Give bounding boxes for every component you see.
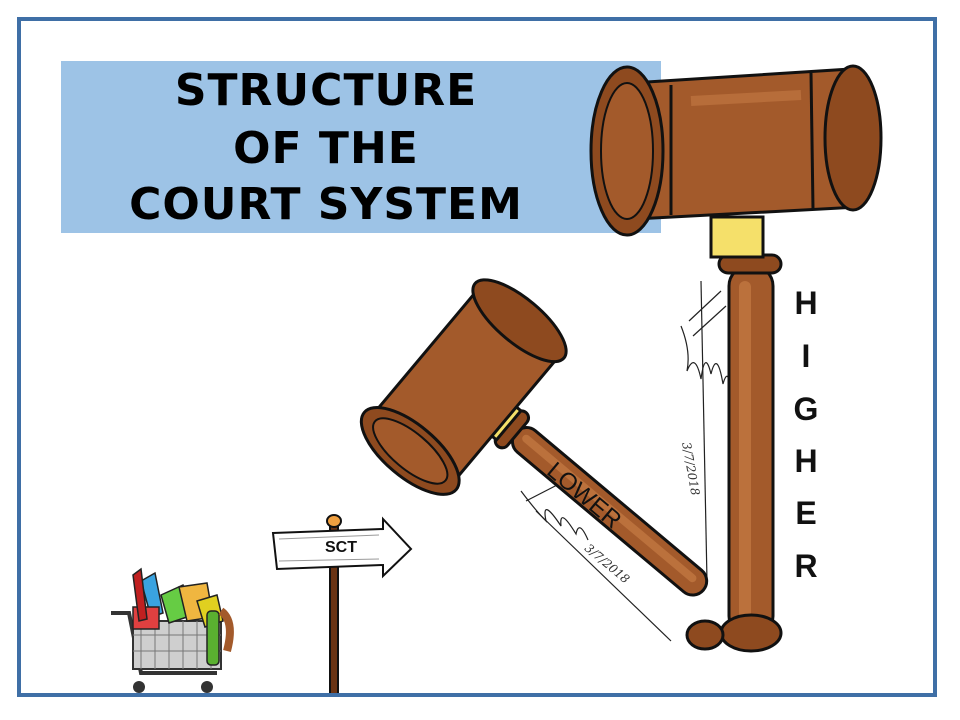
higher-letter-r: R xyxy=(794,548,818,584)
higher-letter-g: G xyxy=(793,391,819,427)
slide-frame: STRUCTURE OF THE COURT SYSTEM xyxy=(17,17,937,697)
arrow-sign-icon xyxy=(271,514,413,693)
title-line-2: OF THE xyxy=(233,123,419,174)
title-line-3: COURT SYSTEM xyxy=(129,179,523,230)
higher-letter-e: E xyxy=(795,495,817,531)
higher-letter-i: I xyxy=(801,338,811,374)
large-gavel-icon xyxy=(589,64,883,653)
title-banner: STRUCTURE OF THE COURT SYSTEM xyxy=(61,61,661,233)
title-line-1: STRUCTURE xyxy=(174,65,478,116)
higher-letter-h2: H xyxy=(794,443,818,479)
shopping-cart-icon xyxy=(111,567,234,693)
signature-scribble-lower xyxy=(520,482,672,642)
sign-label: SCT xyxy=(325,539,357,556)
illustration xyxy=(111,64,883,693)
small-gavel-icon xyxy=(359,278,725,651)
signature-scribble-upper xyxy=(680,280,732,582)
higher-letter-h: H xyxy=(794,285,818,321)
